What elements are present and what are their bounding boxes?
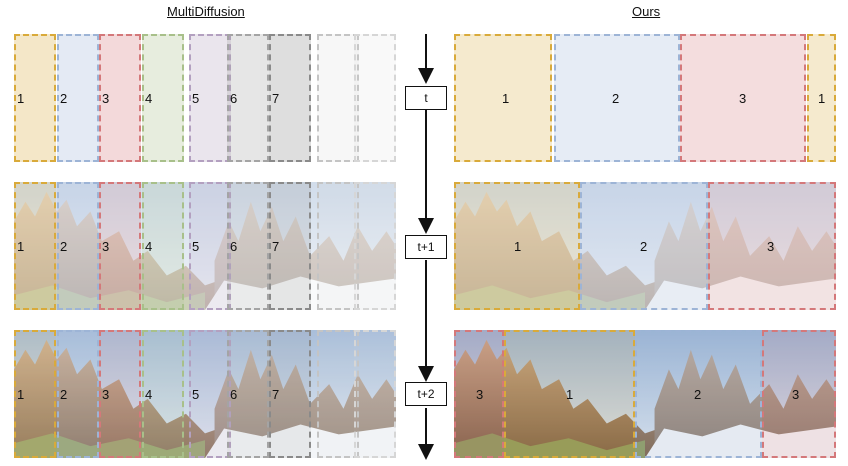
window-strip-4 (142, 182, 184, 310)
window-label-7: 7 (272, 387, 280, 402)
window-label-4: 4 (145, 387, 153, 402)
window-label-1: 1 (17, 239, 25, 254)
window-3 (635, 330, 762, 458)
window-label-2: 2 (640, 239, 648, 254)
left-panel-row-2: 1 2 3 4 5 6 7 (14, 182, 396, 310)
window-3 (708, 182, 836, 310)
window-2 (504, 330, 635, 458)
window-4 (807, 34, 836, 162)
window-strip-8 (317, 34, 359, 162)
window-strip-7 (269, 34, 311, 162)
right-panel-row-1: 1 2 3 1 (454, 34, 836, 162)
window-label-1: 1 (17, 387, 25, 402)
window-label-2: 2 (60, 91, 68, 106)
window-strip-1 (14, 330, 56, 458)
window-2 (554, 34, 680, 162)
window-label-1: 1 (17, 91, 25, 106)
window-label-4: 4 (145, 239, 153, 254)
right-panel-row-2: 1 2 3 (454, 182, 836, 310)
window-label-5: 5 (192, 239, 200, 254)
window-strip-2 (57, 34, 99, 162)
window-strip-7 (269, 330, 311, 458)
window-strip-9 (354, 182, 396, 310)
window-strip-8 (317, 330, 359, 458)
window-label-1: 1 (514, 239, 522, 254)
window-strip-6 (227, 182, 269, 310)
window-label-2: 2 (60, 239, 68, 254)
left-panel-row-1: 1 2 3 4 5 6 7 (14, 34, 396, 162)
window-strip-2 (57, 182, 99, 310)
window-label-2: 2 (60, 387, 68, 402)
window-strip-4 (142, 34, 184, 162)
window-strip-6 (227, 34, 269, 162)
multidiffusion-title: MultiDiffusion (167, 4, 245, 19)
window-label-3: 3 (102, 239, 110, 254)
window-strip-3 (99, 34, 141, 162)
step-box-t: t (405, 86, 447, 110)
window-4 (762, 330, 836, 458)
window-1 (454, 330, 504, 458)
window-label-1: 3 (476, 387, 484, 402)
window-strip-9 (354, 330, 396, 458)
window-1 (454, 182, 580, 310)
window-strip-8 (317, 182, 359, 310)
window-label-6: 6 (230, 91, 238, 106)
window-strip-2 (57, 330, 99, 458)
window-label-4: 4 (145, 91, 153, 106)
ours-title: Ours (632, 4, 661, 19)
window-label-3: 3 (767, 239, 775, 254)
window-label-4: 3 (792, 387, 800, 402)
right-panel-row-3: 3 1 2 3 (454, 330, 836, 458)
window-label-3: 3 (739, 91, 747, 106)
window-strip-6 (227, 330, 269, 458)
window-strip-3 (99, 182, 141, 310)
window-strip-1 (14, 34, 56, 162)
window-strip-5 (189, 330, 231, 458)
window-label-3: 3 (102, 387, 110, 402)
step-box-t-plus-1: t+1 (405, 235, 447, 259)
window-3 (680, 34, 806, 162)
step-box-t-plus-2: t+2 (405, 382, 447, 406)
window-label-6: 6 (230, 239, 238, 254)
window-1 (454, 34, 552, 162)
window-strip-9 (354, 34, 396, 162)
window-strip-4 (142, 330, 184, 458)
window-label-2: 2 (612, 91, 620, 106)
window-label-6: 6 (230, 387, 238, 402)
window-label-4: 1 (818, 91, 826, 106)
window-label-3: 3 (102, 91, 110, 106)
left-panel-row-3: 1 2 3 4 5 6 7 (14, 330, 396, 458)
window-label-1: 1 (502, 91, 510, 106)
window-2 (580, 182, 708, 310)
window-strip-5 (189, 182, 231, 310)
window-label-7: 7 (272, 91, 280, 106)
window-label-5: 5 (192, 387, 200, 402)
window-strip-3 (99, 330, 141, 458)
window-strip-1 (14, 182, 56, 310)
window-strip-7 (269, 182, 311, 310)
window-label-7: 7 (272, 239, 280, 254)
window-strip-5 (189, 34, 231, 162)
window-label-2: 1 (566, 387, 574, 402)
window-label-5: 5 (192, 91, 200, 106)
window-label-3: 2 (694, 387, 702, 402)
